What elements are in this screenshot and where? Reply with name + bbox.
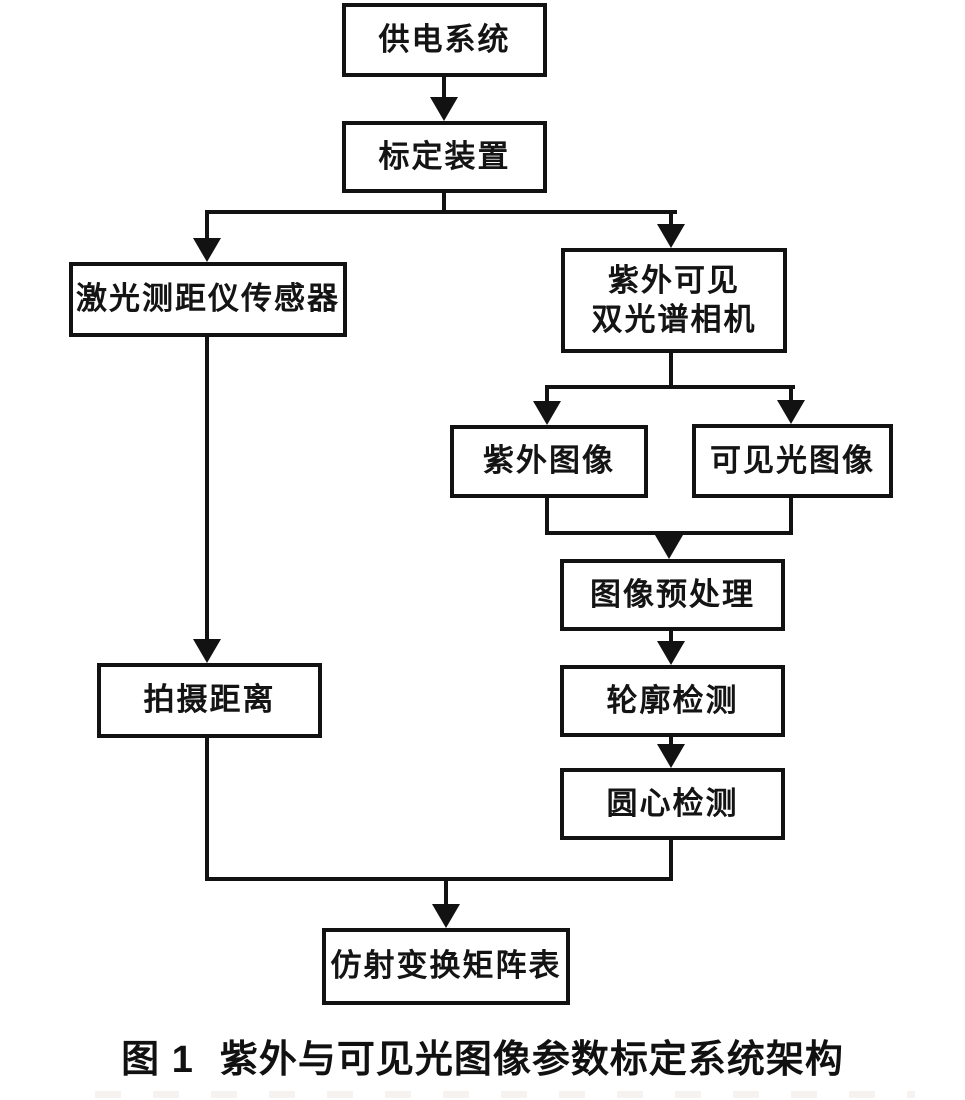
node-contour-detection-label: 轮廓检测: [606, 682, 739, 718]
arrow-down-icon: [193, 238, 221, 262]
node-power-system-label: 供电系统: [378, 21, 511, 57]
connector-line: [545, 385, 795, 389]
node-uv-visible-camera-label-line1: 紫外可见: [608, 262, 740, 298]
arrow-down-icon: [657, 744, 685, 768]
figure-number: 图 1: [121, 1038, 194, 1081]
connector-line: [205, 337, 209, 641]
node-circle-center-detection-label: 圆心检测: [606, 785, 739, 821]
arrow-down-icon: [657, 641, 685, 665]
connector-line: [669, 210, 673, 226]
connector-line: [205, 210, 677, 214]
connector-line: [545, 385, 549, 403]
node-affine-transform-matrix-table: 仿射变换矩阵表: [322, 928, 570, 1005]
connector-line: [205, 210, 209, 240]
connector-line: [669, 631, 673, 645]
node-laser-rangefinder-sensor-label: 激光测距仪传感器: [76, 281, 340, 317]
node-visible-light-image: 可见光图像: [692, 424, 893, 498]
node-shooting-distance-label: 拍摄距离: [143, 682, 276, 718]
arrow-down-icon: [533, 401, 561, 425]
arrow-down-icon: [432, 904, 460, 928]
node-circle-center-detection: 圆心检测: [560, 768, 785, 840]
node-image-preprocessing: 图像预处理: [560, 559, 785, 631]
node-uv-image: 紫外图像: [450, 425, 648, 498]
node-uv-image-label: 紫外图像: [483, 443, 615, 479]
cutoff-text-remnant: [95, 1091, 915, 1098]
node-laser-rangefinder-sensor: 激光测距仪传感器: [69, 262, 347, 337]
arrow-down-icon: [657, 224, 685, 248]
connector-line: [444, 877, 448, 906]
node-power-system: 供电系统: [342, 3, 547, 77]
arrow-down-icon: [193, 639, 221, 663]
figure-caption: 图 1 紫外与可见光图像参数标定系统架构: [0, 1030, 965, 1081]
node-calibration-device: 标定装置: [342, 121, 547, 193]
arrow-down-icon: [655, 535, 683, 559]
connector-line: [442, 193, 446, 214]
arrow-down-icon: [430, 97, 458, 121]
node-shooting-distance: 拍摄距离: [97, 663, 322, 738]
node-uv-visible-camera-label-line2: 双光谱相机: [591, 301, 757, 337]
node-visible-light-image-label: 可见光图像: [710, 442, 875, 478]
connector-line: [205, 877, 673, 881]
node-affine-transform-matrix-table-label: 仿射变换矩阵表: [330, 948, 562, 984]
arrow-down-icon: [777, 400, 805, 424]
connector-line: [669, 353, 673, 389]
connector-line: [789, 385, 793, 402]
node-image-preprocessing-label: 图像预处理: [590, 576, 755, 612]
node-calibration-device-label: 标定装置: [378, 138, 511, 174]
node-uv-visible-dual-spectrum-camera: 紫外可见 双光谱相机: [561, 248, 787, 353]
connector-line: [205, 738, 209, 881]
connector-line: [789, 498, 793, 535]
connector-line: [669, 840, 673, 881]
connector-line: [545, 498, 549, 535]
connector-line: [669, 737, 673, 748]
node-contour-detection: 轮廓检测: [560, 665, 785, 737]
connector-line: [442, 77, 446, 103]
figure-title: 紫外与可见光图像参数标定系统架构: [219, 1038, 844, 1081]
